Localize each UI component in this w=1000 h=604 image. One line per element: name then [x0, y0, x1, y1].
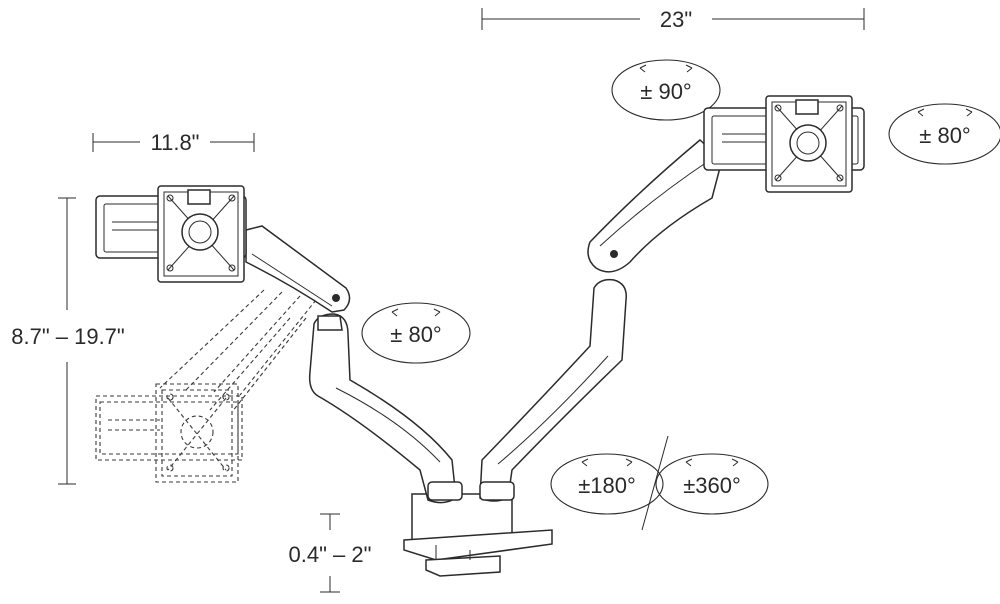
mid-pan-label: ± 80°: [390, 322, 441, 347]
left-monitor-plate: [95, 185, 247, 283]
desk-clamp: [403, 493, 553, 577]
base-swivel-label: ±180°: [578, 473, 636, 498]
height-range-label: 8.7" – 19.7": [11, 324, 124, 349]
base-swivel-indicator: ±180°: [550, 453, 664, 515]
mid-pan-indicator: ± 80°: [361, 302, 471, 364]
arm-reach-dimension: 23": [481, 7, 865, 32]
swivel-divider: [641, 435, 669, 531]
plate-width-label: 11.8": [151, 130, 200, 155]
plate-width-dimension: 11.8": [92, 130, 255, 155]
desk-thickness-dimension: 0.4" – 2": [289, 513, 372, 593]
height-range-dimension: 8.7" – 19.7": [11, 197, 125, 485]
upper-arm-right: [587, 139, 723, 273]
right-pan-indicator: ± 80°: [888, 103, 1000, 165]
arm-reach-label: 23": [660, 7, 692, 32]
top-tilt-indicator: ± 90°: [611, 59, 721, 121]
right-pan-label: ± 80°: [919, 123, 970, 148]
lower-arm-right: [479, 278, 627, 502]
desk-thickness-label: 0.4" – 2": [289, 542, 372, 567]
lower-arm-left: [308, 313, 463, 504]
arm-swivel-indicator: ±360°: [655, 453, 769, 515]
right-monitor-plate: [703, 95, 865, 193]
lowered-position-ghost: [95, 289, 317, 483]
upper-arm-left: [245, 225, 351, 331]
top-tilt-label: ± 90°: [640, 79, 691, 104]
arm-swivel-label: ±360°: [683, 473, 741, 498]
